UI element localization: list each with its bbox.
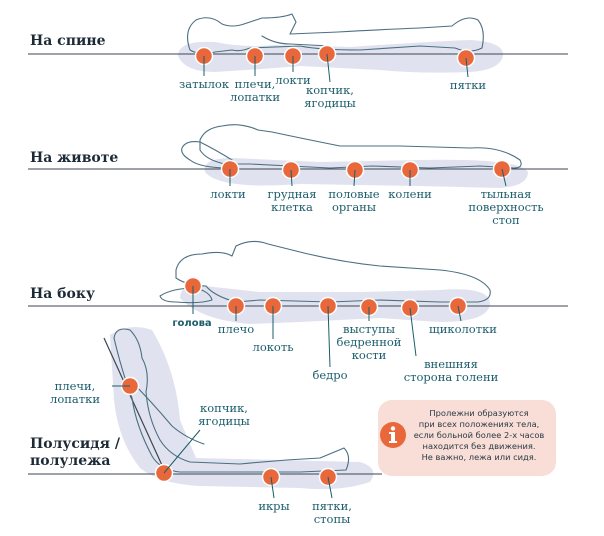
section-title-supine: На спине bbox=[30, 33, 106, 49]
label-supine-shoulders: плечи, лопатки bbox=[230, 77, 280, 104]
section-title-reclined: Полусидя / полулежа bbox=[30, 436, 120, 469]
section-title-side: На боку bbox=[30, 286, 95, 302]
label-prone-feet: тыльная поверхность стоп bbox=[468, 187, 544, 227]
leader-line bbox=[327, 305, 331, 368]
leader-line bbox=[465, 57, 469, 78]
label-reclined-shoulders: плечи, лопатки bbox=[50, 379, 100, 406]
leader-line bbox=[270, 476, 275, 499]
label-supine-coccyx: копчик, ягодицы bbox=[304, 83, 356, 110]
leader-line bbox=[290, 169, 293, 187]
label-side-ankles: щиколотки bbox=[429, 322, 497, 336]
label-side-shoulder: плечо bbox=[217, 322, 255, 336]
leader-lines bbox=[112, 53, 507, 499]
label-supine-elbows: локти bbox=[275, 73, 311, 87]
label-prone-knees: колени bbox=[388, 187, 432, 201]
label-side-elbow: локоть bbox=[252, 340, 294, 354]
supine-arm-outline bbox=[261, 35, 331, 47]
leader-line bbox=[327, 476, 333, 499]
label-prone-chest: грудная клетка bbox=[267, 187, 317, 214]
label-reclined-coccyx: копчик, ягодицы bbox=[198, 401, 250, 428]
side-arm-outline bbox=[159, 287, 213, 304]
label-reclined-heels: пятки, стопы bbox=[312, 499, 352, 526]
section-title-prone: На животе bbox=[30, 150, 119, 166]
supine-body-outline bbox=[187, 13, 484, 55]
label-reclined-calves: икры bbox=[258, 499, 290, 513]
leader-line bbox=[457, 305, 462, 322]
info-icon bbox=[380, 422, 406, 448]
leader-line bbox=[163, 429, 201, 474]
label-side-shin: внешняя сторона голени bbox=[403, 357, 499, 384]
leader-line bbox=[501, 168, 507, 187]
label-side-head: голова bbox=[172, 318, 212, 329]
side-body-outline bbox=[175, 240, 491, 303]
label-prone-elbows: локти bbox=[210, 187, 246, 201]
reclined-body-outline bbox=[113, 328, 350, 473]
label-supine-heels: пятки bbox=[449, 78, 487, 92]
label-prone-genitals: половые органы bbox=[328, 187, 380, 214]
info-note-box bbox=[378, 400, 556, 476]
supine-mattress-shape bbox=[178, 40, 504, 73]
leader-line bbox=[353, 169, 356, 187]
leader-line bbox=[409, 307, 417, 357]
info-note-text: Пролежни образуются при всех положениях … bbox=[413, 408, 545, 462]
prone-mattress-shape bbox=[204, 158, 528, 188]
label-side-hip: бедро bbox=[312, 368, 348, 382]
label-side-femur: выступы бедренной кости bbox=[336, 322, 402, 362]
label-supine-occiput: затылок bbox=[178, 77, 230, 91]
reclined-support-shape bbox=[110, 326, 374, 490]
reclined-arm-outline bbox=[129, 379, 205, 445]
prone-body-outline bbox=[199, 124, 522, 169]
leader-line bbox=[326, 53, 331, 83]
backrest-line bbox=[103, 337, 167, 475]
